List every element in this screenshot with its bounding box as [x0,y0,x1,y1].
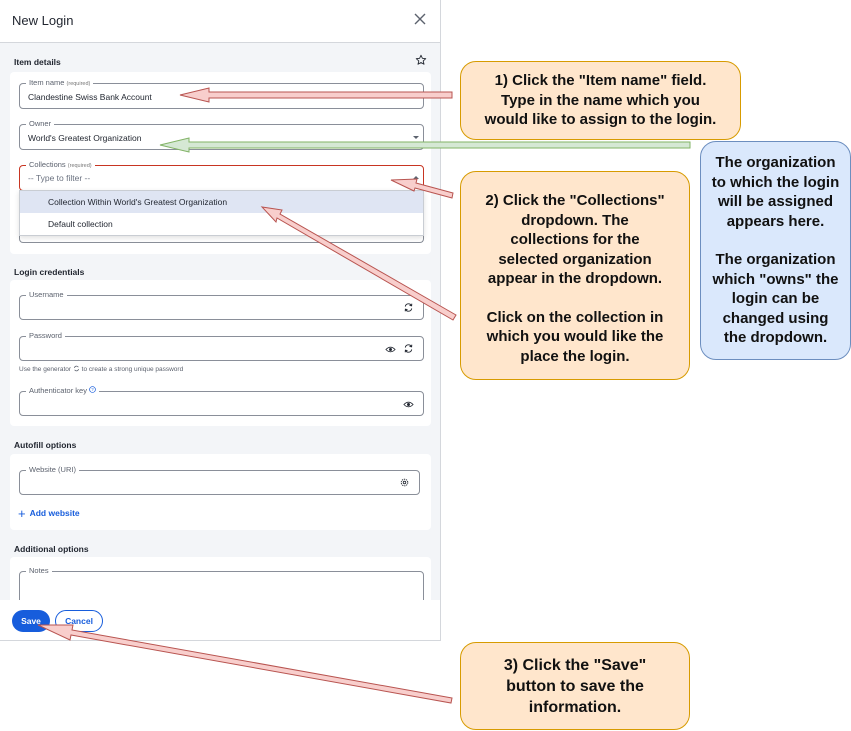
gear-icon[interactable] [399,477,410,488]
arrow-to-collection-option [260,206,457,321]
callout-line: will be assigned [717,193,834,210]
add-website-label: Add website [29,508,80,518]
callout-line: appear in the dropdown. [487,270,663,287]
add-website-button[interactable]: +Add website [18,506,80,521]
callout-line: selected organization [498,250,652,268]
collections-required: (required) [67,163,92,169]
password-helper-text: Use the generator to create a strong uni… [19,365,183,373]
generate-icon[interactable] [403,302,414,313]
caret-down-icon [413,136,419,139]
callout-line: Type in the name which you [501,91,700,109]
callout-line: changed using [722,309,829,327]
collection-option[interactable]: Default collection [48,219,113,229]
login-credentials-heading: Login credentials [14,267,85,277]
plus-icon: + [18,506,26,521]
owner-label: Owner [26,119,55,129]
collection-option[interactable]: Collection Within World's Greatest Organ… [20,191,423,213]
notes-field[interactable]: Notes [19,566,424,600]
close-icon[interactable] [412,11,428,27]
callout-line: 1) Click the "Item name" field. [494,72,707,89]
callout-line: The organization [715,154,836,171]
callout-line: collections for the [510,231,640,248]
callout-line: button to save the [506,678,644,695]
helper-prefix: Use the generator [19,366,72,373]
callout-line: information. [528,699,622,716]
collections-filter-input[interactable]: -- Type to filter -- [28,173,91,183]
dialog-header: New Login [0,0,440,43]
svg-text:?: ? [91,387,94,392]
username-field[interactable]: Username [19,290,424,320]
password-label: Password [26,331,65,341]
generate-icon[interactable] [403,343,414,354]
callout-organization: The organization to which the login will… [700,141,851,360]
dialog-body: Item details Item name (required) Clande… [0,43,440,600]
callout-line: which "owns" the [712,270,839,288]
item-details-heading: Item details [14,57,61,67]
callout-line: place the login. [520,347,630,365]
notes-label: Notes [26,566,52,576]
callout-step1: 1) Click the "Item name" field. Type in … [460,61,741,140]
eye-icon[interactable] [385,344,396,355]
autofill-options-heading: Autofill options [14,440,77,450]
item-name-label: Item name [29,78,65,87]
callout-line: 3) Click the "Save" [503,657,647,674]
generate-icon [73,365,79,372]
callout-line: dropdown. The [521,211,629,229]
website-field[interactable]: Website (URI) [19,465,420,495]
owner-value: World's Greatest Organization [28,133,142,143]
dialog-title: New Login [12,13,74,28]
new-login-dialog: New Login Item details Item name (requir… [0,0,441,641]
callout-line: The organization [715,251,836,268]
star-icon[interactable] [415,54,427,66]
item-name-required: (required) [66,81,91,87]
collections-label: Collections [29,160,66,169]
callout-line: Click on the collection in [486,308,664,326]
callout-line: login can be [731,290,820,307]
username-label: Username [26,290,67,300]
authenticator-key-field[interactable]: Authenticator key ? [19,386,424,416]
callout-line: which you would like the [486,328,664,345]
arrow-to-owner [159,137,691,153]
eye-icon[interactable] [403,399,414,410]
callout-step3: 3) Click the "Save" button to save the i… [460,642,690,730]
help-icon[interactable]: ? [89,386,96,393]
callout-line: 2) Click the "Collections" [485,192,665,209]
arrow-to-item-name [179,87,453,103]
collections-dropdown: Collection Within World's Greatest Organ… [19,190,424,236]
authenticator-label: Authenticator key [29,386,87,395]
caret-up-icon [413,176,419,179]
website-label: Website (URI) [26,465,79,475]
additional-options-heading: Additional options [14,544,89,554]
callout-line: to which the login [711,173,840,191]
callout-line: appears here. [726,212,825,230]
helper-suffix: to create a strong unique password [81,366,184,373]
callout-line: would like to assign to the login. [484,111,717,128]
arrow-to-collections-caret [390,178,454,199]
collections-select[interactable]: Collections (required) -- Type to filter… [19,160,424,191]
callout-step2: 2) Click the "Collections" dropdown. The… [460,171,690,380]
password-field[interactable]: Password [19,331,424,361]
callout-line: the dropdown. [723,329,828,346]
item-name-input[interactable]: Clandestine Swiss Bank Account [28,92,152,102]
arrow-to-save [37,624,453,704]
